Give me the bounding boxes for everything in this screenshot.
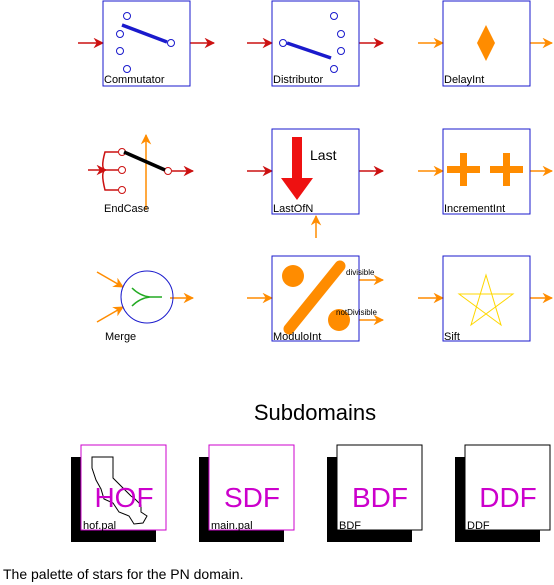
palette-label: DDF — [467, 520, 490, 532]
star-box — [271, 128, 360, 215]
palette-big-text: SDF — [224, 482, 280, 513]
palette-big-text: DDF — [479, 482, 537, 513]
star-end-case[interactable]: EndCase — [88, 133, 195, 215]
switch-icon — [116, 12, 175, 73]
palette-bdf[interactable]: BDF BDF — [327, 444, 423, 542]
star-label: Distributor — [273, 74, 323, 86]
down-arrow-icon — [281, 137, 313, 200]
input-port-arrow — [96, 271, 124, 288]
palette-hof[interactable]: HOF hof.pal — [71, 444, 167, 542]
palette-sdf[interactable]: SDF main.pal — [199, 444, 295, 542]
star-sift[interactable]: Sift — [418, 255, 554, 343]
star-label: EndCase — [104, 203, 149, 215]
percent-icon — [282, 260, 350, 335]
star-label: Sift — [444, 331, 460, 343]
palette-ddf[interactable]: DDF DDF — [455, 444, 551, 542]
palette-box — [336, 444, 423, 531]
star-label: Commutator — [104, 74, 165, 86]
star-outline-icon — [457, 273, 515, 327]
palette-box — [464, 444, 551, 531]
star-label: IncrementInt — [444, 203, 505, 215]
palette-big-text: BDF — [352, 482, 408, 513]
star-increment-int[interactable]: IncrementInt — [418, 128, 554, 215]
star-label: Merge — [105, 331, 136, 343]
star-label: LastOfN — [273, 203, 313, 215]
star-delay-int[interactable]: DelayInt — [418, 0, 554, 87]
switch-icon — [118, 148, 172, 194]
star-label: DelayInt — [444, 74, 484, 86]
input-fanout-icon — [102, 151, 118, 191]
input-port-arrow — [96, 306, 124, 323]
star-box — [102, 0, 191, 87]
palette-label: main.pal — [211, 520, 253, 532]
star-box — [271, 0, 360, 87]
merge-symbol-icon — [131, 287, 162, 307]
port-label-divisible: divisible — [346, 268, 375, 277]
star-label: ModuloInt — [273, 331, 321, 343]
star-modulo-int[interactable]: divisible notDivisible ModuloInt — [247, 255, 385, 343]
palette-box — [80, 444, 167, 531]
star-merge[interactable]: Merge — [96, 270, 195, 343]
diamond-icon — [477, 25, 495, 61]
palette-big-text: HOF — [94, 482, 153, 513]
star-box — [442, 128, 531, 215]
star-box — [442, 0, 531, 87]
plus-plus-icon — [447, 153, 523, 186]
port-label-not-divisible: notDivisible — [336, 308, 377, 317]
icon-text: Last — [310, 147, 337, 163]
star-commutator[interactable]: Commutator — [78, 0, 216, 87]
figure-caption: The palette of stars for the PN domain. — [3, 566, 244, 582]
merge-circle-icon — [120, 270, 174, 324]
california-icon — [91, 456, 148, 525]
palette-label: hof.pal — [83, 520, 116, 532]
star-last-of-n[interactable]: Last LastOfN — [247, 128, 385, 238]
subdomains-title: Subdomains — [254, 400, 376, 425]
switch-icon — [279, 12, 345, 73]
palette-box — [208, 444, 295, 531]
palette-label: BDF — [339, 520, 361, 532]
star-distributor[interactable]: Distributor — [247, 0, 385, 87]
star-box — [442, 255, 531, 342]
star-box — [271, 255, 360, 342]
